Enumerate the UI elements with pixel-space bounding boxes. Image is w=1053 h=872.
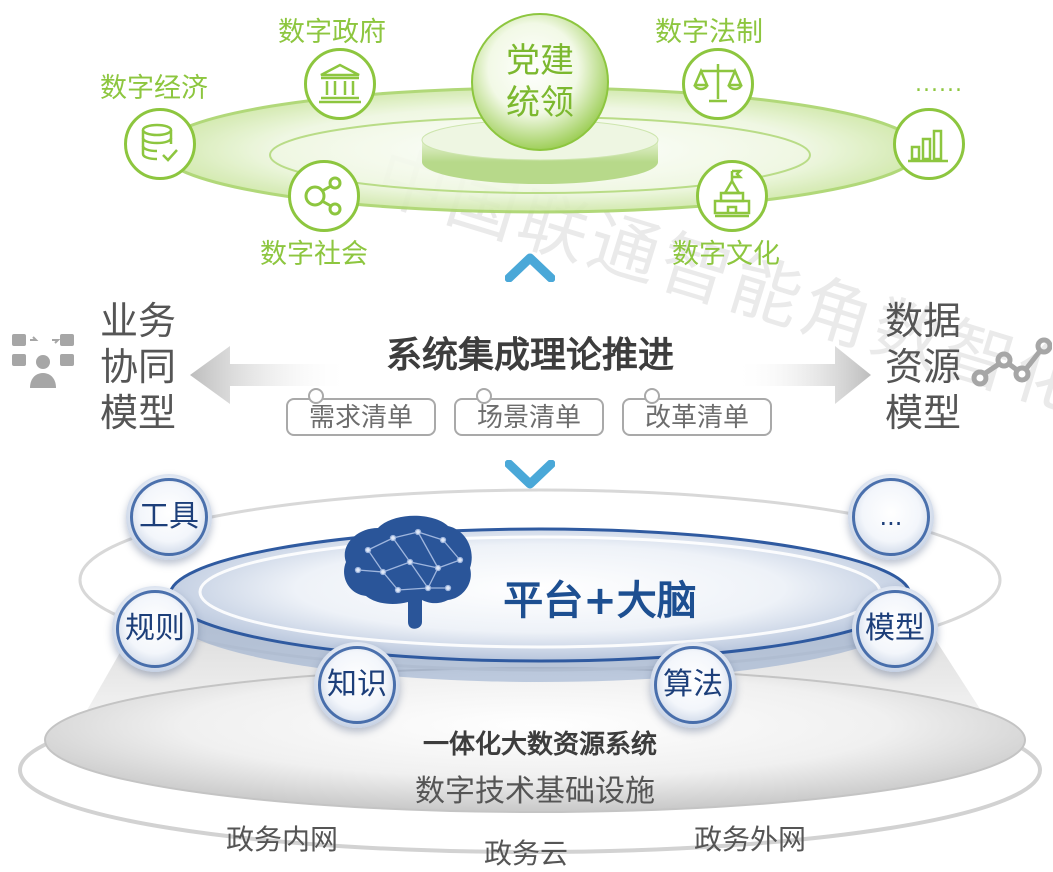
- tag-scenario-list: 场景清单: [454, 388, 604, 436]
- network-intranet-label: 政务内网: [226, 823, 339, 856]
- ball-algorithm: 算法: [650, 642, 736, 728]
- people-collaboration-icon: [12, 334, 74, 388]
- arrow-right-icon: [735, 346, 871, 404]
- system-title: 系统集成理论推进: [385, 335, 674, 376]
- right-label-line2: 资源: [885, 345, 962, 389]
- label-digital-law: 数字法制: [655, 17, 763, 48]
- chevron-down-icon: [505, 460, 555, 489]
- center-label-line2: 统领: [506, 83, 574, 123]
- label-digital-economy: 数字经济: [100, 73, 208, 104]
- big-data-system-title: 一体化大数资源系统: [422, 730, 657, 760]
- left-label-line1: 业务: [100, 299, 177, 343]
- infrastructure-label: 数字技术基础设施: [415, 774, 655, 809]
- scales-icon: [682, 48, 754, 120]
- ball-more: ...: [848, 474, 934, 560]
- data-model-label: 数据 资源 模型: [885, 298, 961, 436]
- network-extranet-label: 政务外网: [694, 823, 807, 856]
- castle-icon: [696, 160, 768, 232]
- database-check-icon: [124, 108, 196, 180]
- center-ball: [471, 13, 609, 151]
- bar-chart-icon: [893, 108, 965, 180]
- ball-rules: 规则: [112, 586, 198, 672]
- label-digital-government: 数字政府: [278, 17, 386, 48]
- right-label-line3: 模型: [885, 391, 962, 435]
- business-model-label: 业务 协同 模型: [100, 298, 176, 436]
- tag-scenario-text: 场景清单: [476, 403, 581, 433]
- share-nodes-icon: [288, 160, 360, 232]
- network-cloud-label: 政务云: [484, 837, 569, 870]
- center-label: 党建 统领: [490, 40, 590, 124]
- platform-title: 平台+大脑: [503, 578, 697, 624]
- ball-model: 模型: [852, 586, 938, 672]
- brain-icon: [344, 515, 472, 629]
- right-label-line1: 数据: [885, 299, 962, 343]
- label-more: ......: [915, 72, 963, 97]
- tag-requirements-list: 需求清单: [286, 388, 436, 436]
- tag-reform-list: 改革清单: [622, 388, 772, 436]
- arrow-left-icon: [190, 346, 350, 404]
- label-digital-society: 数字社会: [260, 239, 368, 270]
- label-digital-culture: 数字文化: [672, 239, 780, 270]
- left-label-line2: 协同: [100, 345, 177, 389]
- government-building-icon: [304, 48, 376, 120]
- ball-knowledge: 知识: [314, 642, 400, 728]
- chevron-up-icon: [505, 253, 555, 282]
- data-nodes-icon: [971, 337, 1052, 387]
- ball-tools: 工具: [126, 474, 212, 560]
- center-label-line1: 党建: [506, 41, 574, 81]
- tag-reform-text: 改革清单: [644, 403, 749, 433]
- left-label-line3: 模型: [100, 391, 177, 435]
- tag-requirements-text: 需求清单: [308, 403, 413, 433]
